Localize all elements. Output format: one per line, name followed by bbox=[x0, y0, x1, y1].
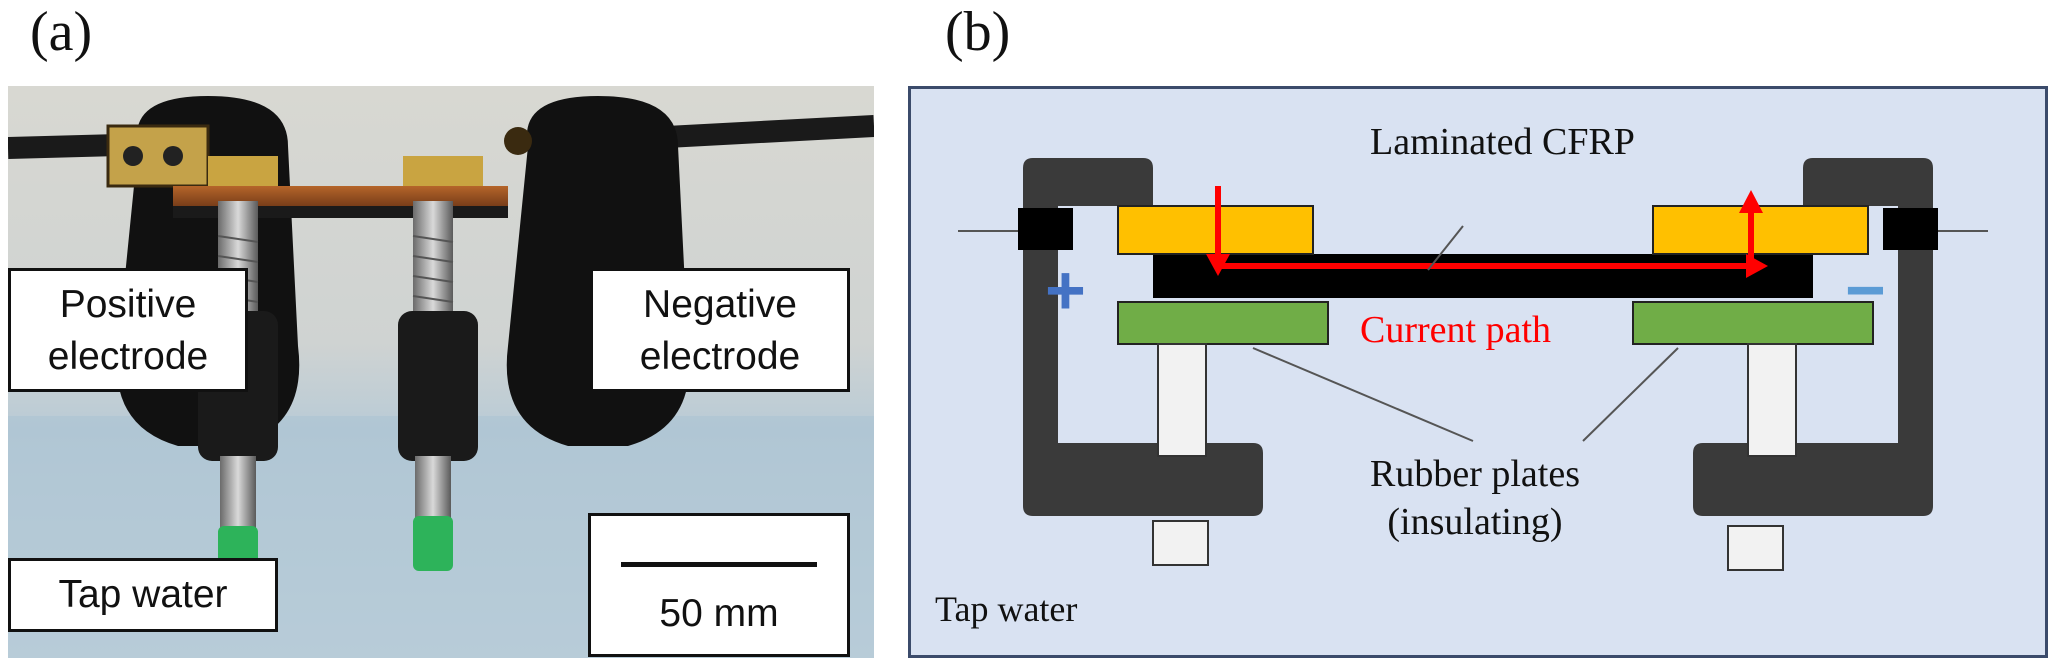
right-screw-end bbox=[415, 456, 451, 526]
negative-symbol: − bbox=[1845, 251, 1886, 329]
right-rubber-leader-line bbox=[1582, 347, 1679, 442]
negative-electrode-plate bbox=[1652, 205, 1869, 255]
positive-electrode-label: Positive electrode bbox=[8, 268, 248, 392]
panel-a-label: (a) bbox=[30, 1, 93, 63]
left-end-block bbox=[1018, 208, 1073, 250]
left-rubber-plate bbox=[1117, 301, 1329, 345]
scale-bar-label: 50 mm bbox=[659, 592, 779, 635]
right-clamp bbox=[1693, 158, 1933, 516]
rubber-plates-label-line-2: (insulating) bbox=[1387, 501, 1563, 543]
left-screw-foot bbox=[1152, 520, 1209, 566]
negative-electrode-label-line-1: Negative bbox=[643, 283, 797, 326]
rubber-plates-label-line-1: Rubber plates bbox=[1369, 453, 1580, 495]
right-rubber-plate bbox=[1632, 301, 1874, 345]
right-screw-foot bbox=[1727, 525, 1784, 571]
tap-water-label-diagram: Tap water bbox=[935, 589, 1078, 629]
current-path-label: Current path bbox=[1360, 309, 1552, 351]
scale-bar-line bbox=[621, 562, 817, 567]
positive-electrode-label-line-2: electrode bbox=[47, 335, 209, 378]
scale-bar-box: 50 mm bbox=[588, 513, 850, 657]
right-end-block bbox=[1883, 208, 1938, 250]
positive-symbol: + bbox=[1045, 251, 1086, 329]
current-arrow-head-right bbox=[1746, 254, 1768, 278]
schematic-diagram bbox=[908, 86, 2048, 658]
cfrp-leader-line bbox=[1427, 225, 1464, 271]
right-lower-jaw bbox=[398, 311, 478, 461]
panel-b-label: (b) bbox=[945, 1, 1011, 63]
current-arrow-head-down bbox=[1206, 254, 1230, 276]
right-connector-hole bbox=[504, 127, 532, 155]
left-connector-hole-1 bbox=[123, 146, 143, 166]
left-screw-post bbox=[1157, 343, 1207, 457]
negative-electrode-label-line-2: electrode bbox=[639, 335, 801, 378]
laminated-cfrp-label: Laminated CFRP bbox=[1370, 121, 1635, 163]
laminated-cfrp bbox=[1153, 254, 1813, 298]
left-rubber-leader-line bbox=[1252, 347, 1474, 442]
left-screw-end bbox=[220, 456, 256, 536]
right-cable bbox=[647, 115, 874, 149]
right-green-cap bbox=[413, 516, 453, 571]
left-connector-hole-2 bbox=[163, 146, 183, 166]
current-arrow-head-up bbox=[1739, 190, 1763, 213]
left-clamp bbox=[1023, 158, 1263, 516]
positive-electrode-label-line-1: Positive bbox=[59, 283, 197, 326]
schematic-diagram-svg bbox=[908, 86, 2048, 658]
rubber-plates-label: Rubber plates (insulating) bbox=[1345, 450, 1605, 546]
negative-electrode-label: Negative electrode bbox=[590, 268, 850, 392]
right-screw-post bbox=[1747, 343, 1797, 457]
tap-water-label-photo: Tap water bbox=[8, 558, 278, 632]
